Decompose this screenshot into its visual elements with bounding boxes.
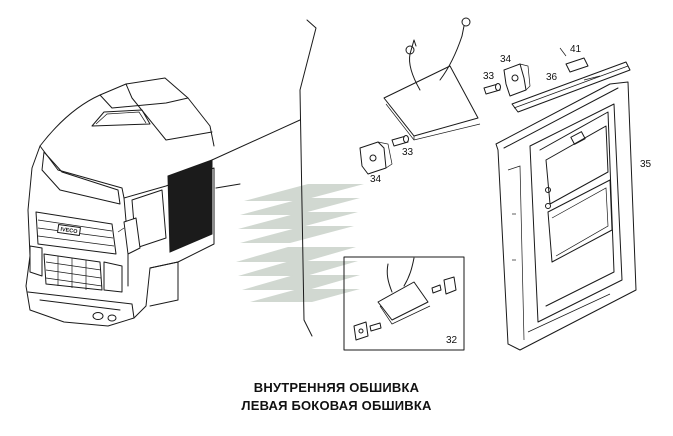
lower-grille-mesh: [45, 256, 103, 290]
truck-cab: IVECO: [25, 77, 215, 327]
callout-34-upper: 34: [500, 54, 512, 65]
side-trim-panel-35: [495, 81, 637, 351]
clip-41: [565, 57, 589, 73]
callouts: 32 33 33 34 34 35 36 41: [370, 44, 652, 346]
grille-badge-plate: [57, 224, 81, 236]
callout-35: 35: [640, 159, 652, 170]
bracket-34-upper: [503, 63, 531, 97]
leader-lines: [211, 19, 317, 337]
callout-36: 36: [546, 72, 558, 83]
watermark-logo: [236, 184, 364, 302]
callout-32: 32: [446, 335, 458, 346]
fog-lamp: [92, 312, 104, 320]
side-mirror: [123, 217, 141, 255]
rail-36: [511, 47, 631, 113]
inset-box-32: [343, 256, 465, 351]
cab-rear-window: [167, 159, 213, 253]
callout-34-lower: 34: [370, 174, 382, 185]
fog-lamp: [107, 314, 117, 322]
grille-badge: IVECO: [60, 227, 78, 235]
caption-line-1: ВНУТРЕННЯЯ ОБШИВКА: [253, 380, 420, 395]
callout-33-lower: 33: [402, 147, 414, 158]
pin-33-upper: [483, 83, 501, 95]
callout-41: 41: [570, 44, 582, 55]
pin-33-lower: [391, 135, 409, 147]
bracket-34-lower: [359, 141, 393, 175]
panel-33-upper: [383, 17, 481, 141]
callout-33-upper: 33: [483, 71, 495, 82]
caption-line-2: ЛЕВАЯ БОКОВАЯ ОБШИВКА: [241, 398, 432, 413]
